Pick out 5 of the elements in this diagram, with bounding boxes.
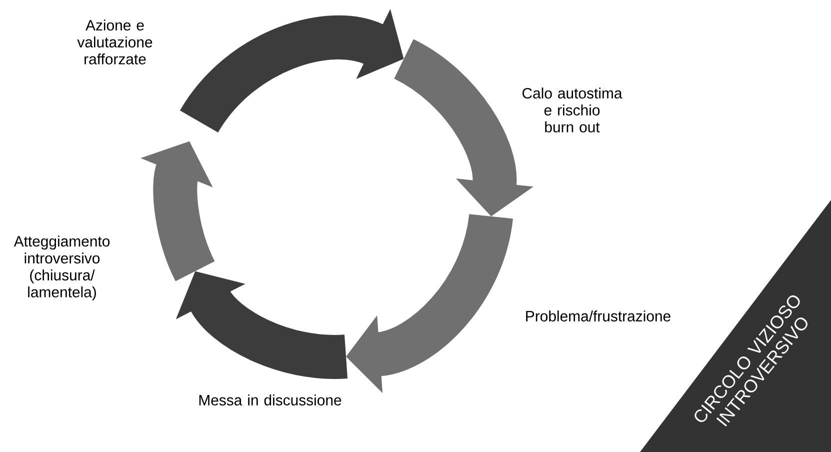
cycle-label: Atteggiamento introversivo (chiusura/ lamentela)	[14, 236, 110, 300]
cycle-label: Messa in discussione	[199, 394, 342, 406]
cycle-label: Azione e valutazione rafforzate	[77, 20, 152, 64]
cycle-label: Calo autostima e rischio burn out	[522, 88, 622, 132]
cycle-label: Problema/frustrazione	[526, 310, 670, 322]
